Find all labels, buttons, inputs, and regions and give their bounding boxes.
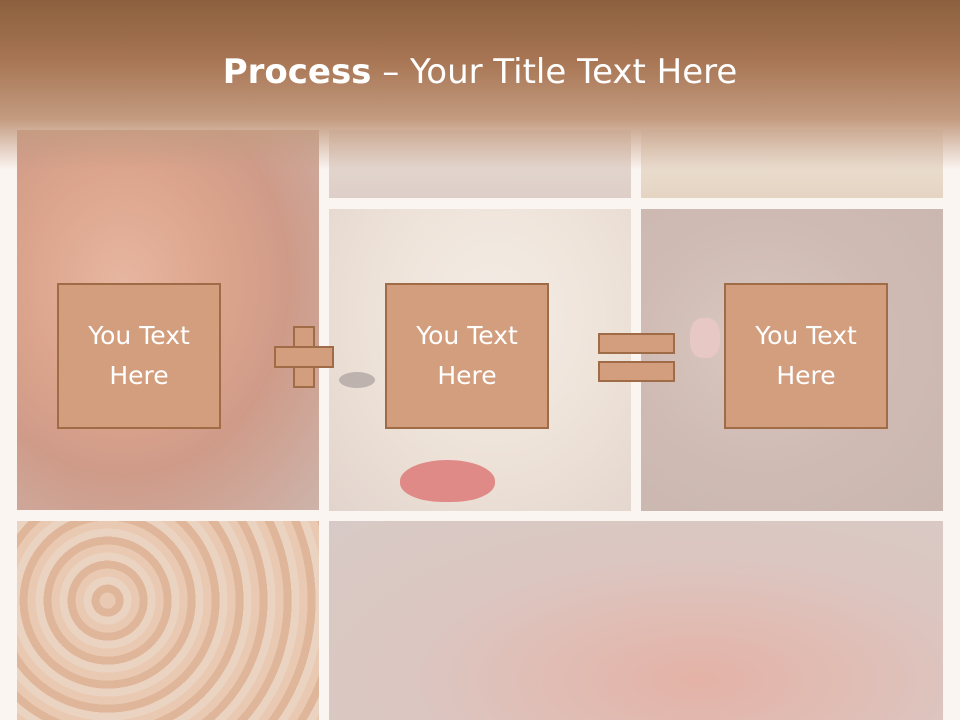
title-bold: Process <box>222 52 372 92</box>
equals-icon-bottom-bar <box>598 361 675 382</box>
process-box-3[interactable]: You Text Here <box>724 283 888 429</box>
process-box-2[interactable]: You Text Here <box>385 283 549 429</box>
process-box-3-text: You Text Here <box>755 321 857 390</box>
photo-lips-detail <box>400 460 495 502</box>
title-bar <box>0 0 960 170</box>
plus-icon-center <box>295 348 313 366</box>
slide-title[interactable]: Process – Your Title Text Here <box>0 52 960 92</box>
photo-curly-hair <box>17 521 319 720</box>
photo-lips-detail-2 <box>690 318 720 358</box>
process-box-2-text: You Text Here <box>416 321 518 390</box>
title-rest: – Your Title Text Here <box>371 52 738 92</box>
equals-icon-top-bar <box>598 333 675 354</box>
photo-eye-detail <box>339 372 375 388</box>
photo-red-hair-wave <box>329 521 943 720</box>
process-box-1-text: You Text Here <box>88 321 190 390</box>
process-box-1[interactable]: You Text Here <box>57 283 221 429</box>
